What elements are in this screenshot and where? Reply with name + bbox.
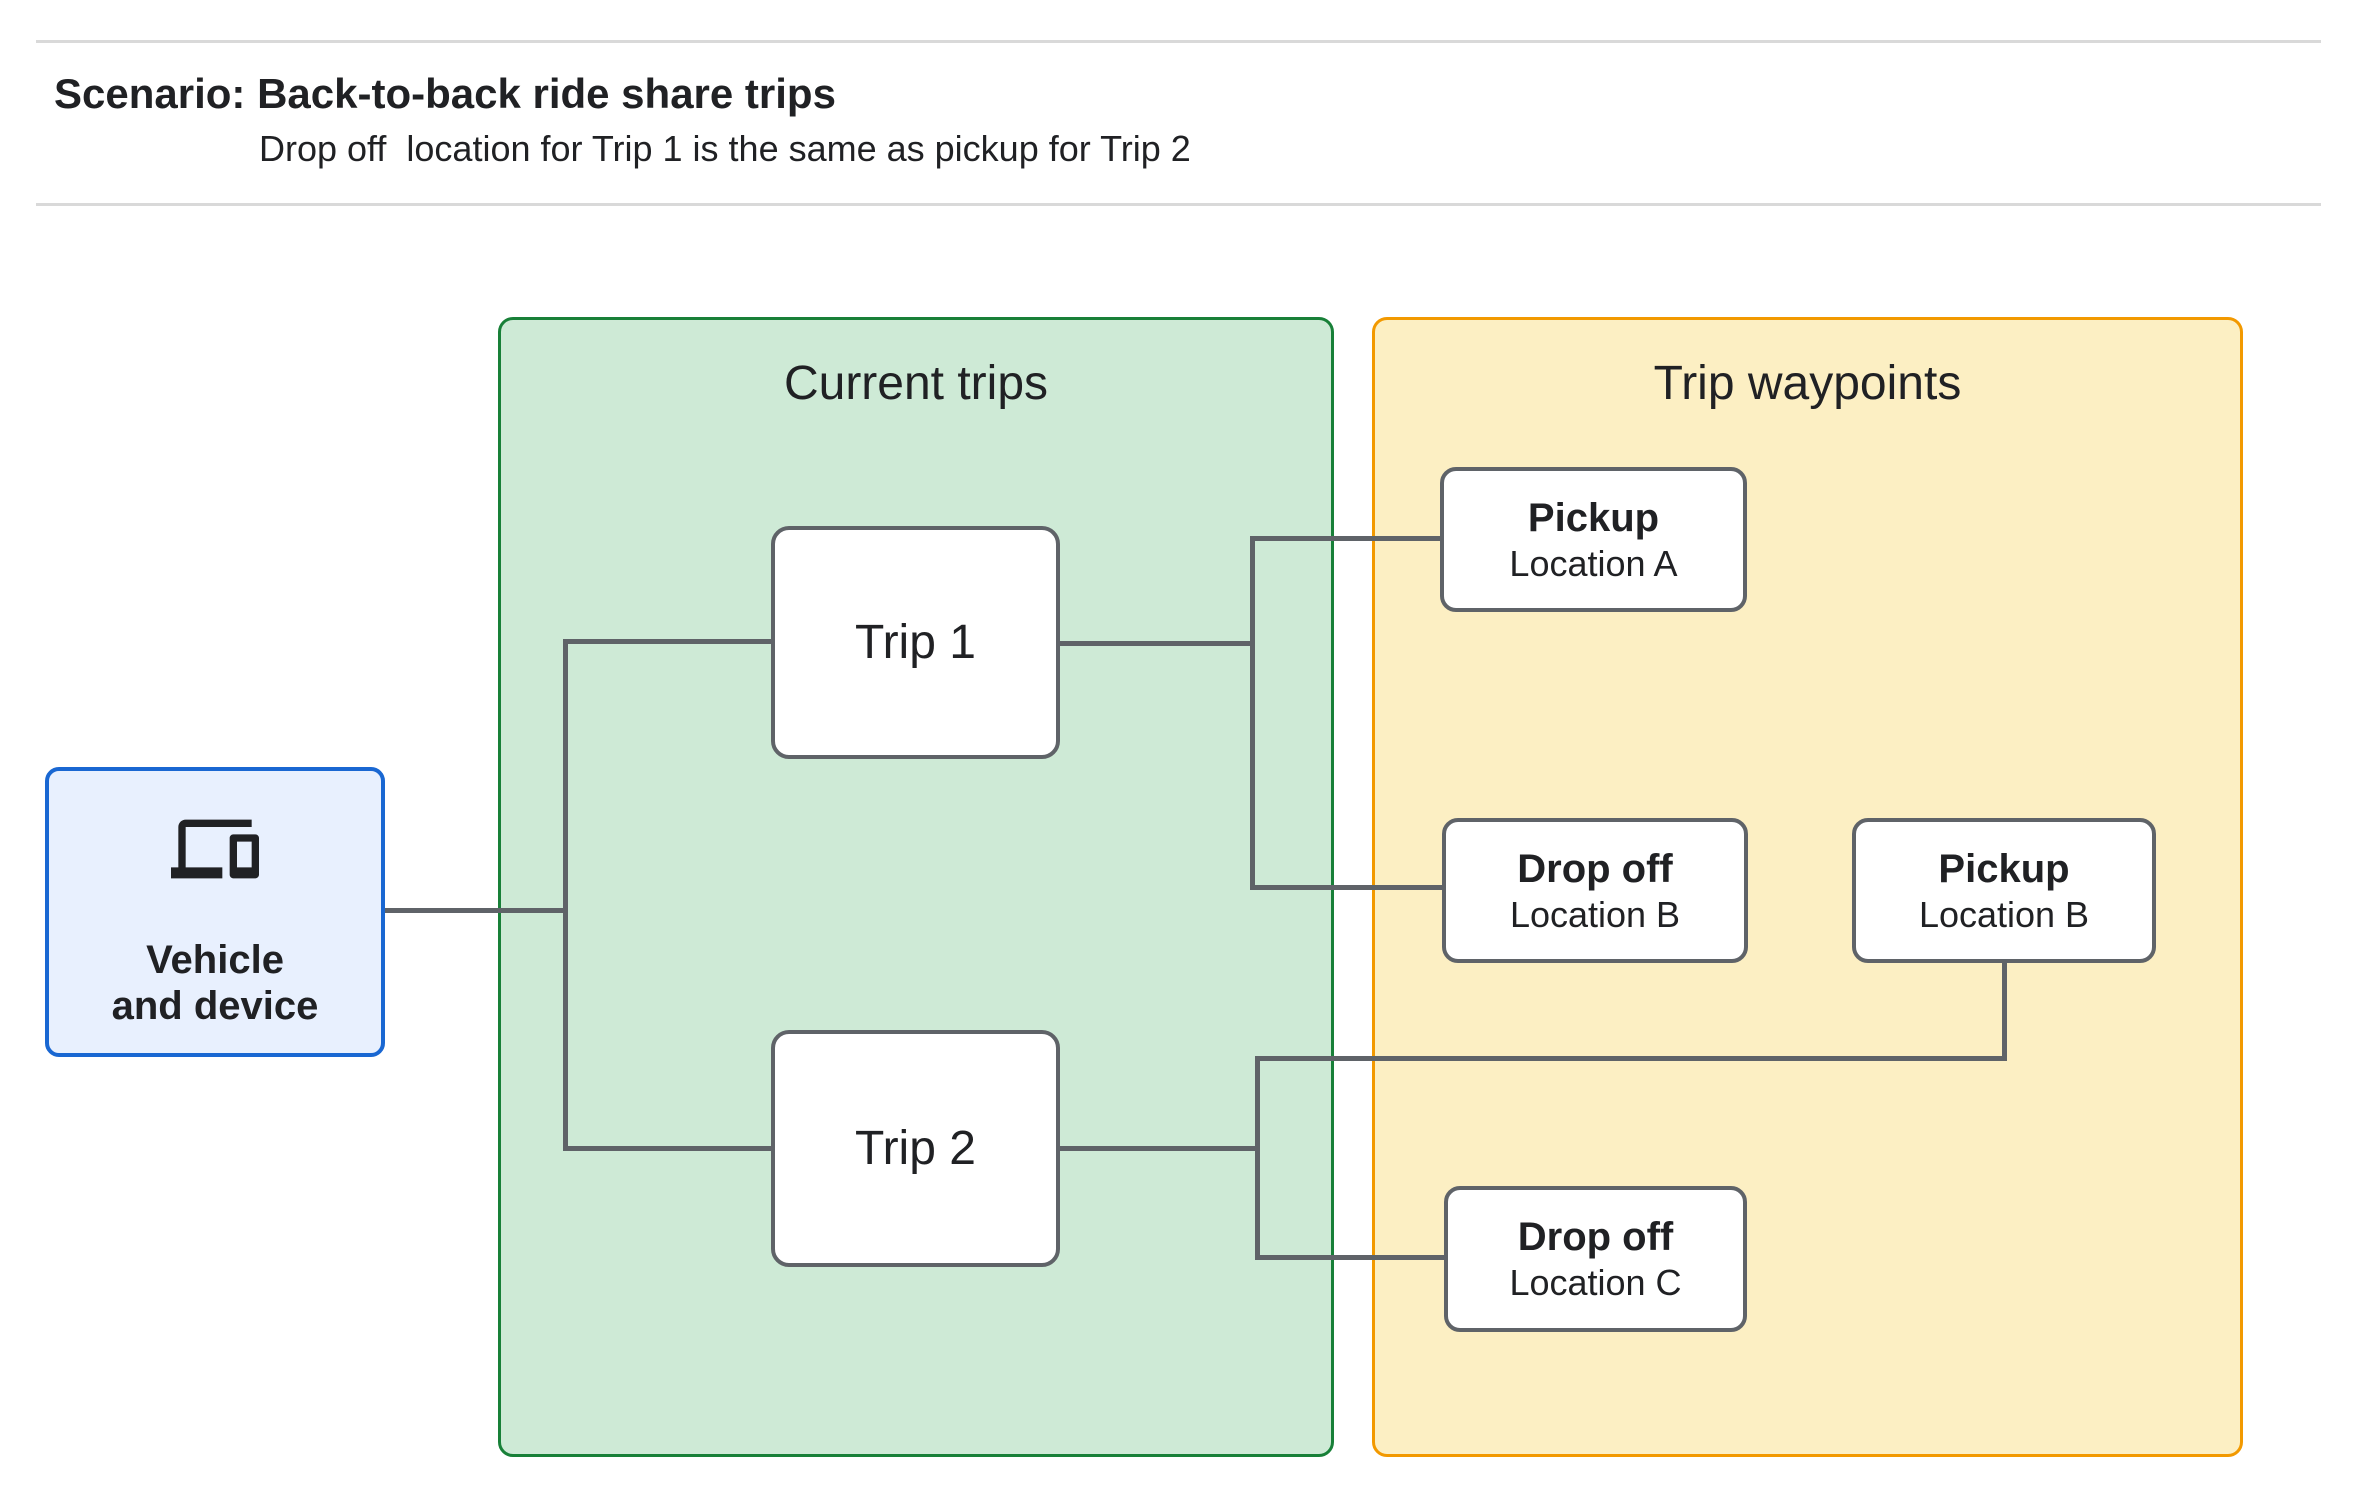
trip-1-label: Trip 1 xyxy=(855,615,976,669)
waypoint-subtitle: Location C xyxy=(1509,1262,1682,1303)
connector-trips-branch-vertical xyxy=(563,639,568,1151)
waypoint-title: Drop off xyxy=(1517,846,1673,891)
vehicle-node-label: Vehicle and device xyxy=(49,937,381,1029)
trip-waypoints-title: Trip waypoints xyxy=(1653,357,1962,410)
header-divider-bottom xyxy=(36,203,2321,206)
waypoint-title: Pickup xyxy=(1938,846,2070,891)
connector-dropoff-b-in xyxy=(1250,885,1446,890)
connector-pickup-a-in xyxy=(1250,536,1444,541)
waypoint-title: Drop off xyxy=(1517,1215,1674,1259)
trip-2-label: Trip 2 xyxy=(855,1121,976,1175)
trip-2-node: Trip 2 xyxy=(771,1030,1060,1267)
waypoint-pickup-location-a: Pickup Location A xyxy=(1440,467,1747,612)
connector-trip1-out xyxy=(1058,641,1255,646)
waypoint-dropoff-location-c: Drop off Location C xyxy=(1444,1186,1747,1332)
connector-trip2-out xyxy=(1058,1146,1260,1151)
connector-trip2-waypoints-vertical xyxy=(1255,1056,1260,1260)
connector-pickup-b-horizontal xyxy=(1255,1056,2007,1061)
page-subtitle: Drop off location for Trip 1 is the same… xyxy=(259,128,1191,169)
connector-pickup-b-vertical xyxy=(2002,958,2007,1061)
connector-trip1-waypoints-vertical xyxy=(1250,536,1255,890)
devices-icon xyxy=(171,819,259,879)
connector-trip2-in xyxy=(563,1146,775,1151)
vehicle-node: Vehicle and device xyxy=(45,767,385,1057)
page-title: Scenario: Back-to-back ride share trips xyxy=(54,70,836,117)
waypoint-title: Pickup xyxy=(1527,495,1660,540)
current-trips-panel: Current trips xyxy=(498,317,1334,1457)
trip-1-node: Trip 1 xyxy=(771,526,1060,759)
header-divider-top xyxy=(36,40,2321,43)
waypoint-subtitle: Location B xyxy=(1509,893,1681,935)
waypoint-subtitle: Location B xyxy=(1918,893,2090,935)
waypoint-dropoff-location-b: Drop off Location B xyxy=(1442,818,1748,963)
vehicle-label-line1: Vehicle xyxy=(146,938,284,982)
connector-dropoff-c-in xyxy=(1255,1255,1449,1260)
connector-vehicle-branch xyxy=(383,908,567,913)
current-trips-title: Current trips xyxy=(783,357,1049,410)
waypoint-subtitle: Location A xyxy=(1509,542,1678,584)
waypoint-pickup-location-b: Pickup Location B xyxy=(1852,818,2156,963)
vehicle-label-line2: and device xyxy=(111,984,319,1028)
connector-trip1-in xyxy=(563,639,775,644)
